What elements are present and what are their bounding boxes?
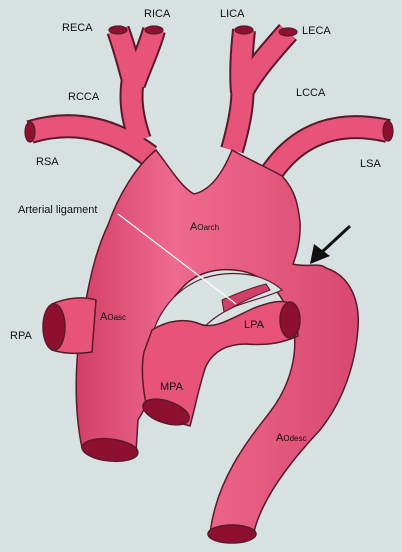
label-rpa: RPA (10, 330, 32, 342)
aodesc-opening (207, 524, 257, 544)
rsa-vessel (27, 116, 156, 165)
label-reca: RECA (62, 22, 93, 34)
arterial-ligament (221, 283, 271, 313)
ligament-pointer-line (117, 213, 237, 305)
label-lica: LICA (220, 8, 245, 20)
label-aodesc-sub: Odesc (283, 434, 306, 443)
leca-vessel (233, 25, 296, 97)
label-rcca: RCCA (68, 91, 100, 103)
mpa-opening (142, 398, 190, 426)
label-aoasc-prefix: A (100, 311, 108, 323)
label-arterial-ligament: Arterial ligament (18, 204, 97, 216)
label-aoarch-prefix: A (190, 221, 198, 233)
label-aoasc-sub: Oasc (107, 313, 126, 322)
label-aoasc: AOasc (100, 311, 126, 323)
lpa-opening (279, 301, 301, 339)
neck-vessel-openings (24, 25, 394, 143)
label-lcca: LCCA (296, 87, 326, 99)
label-aodesc-prefix: A (276, 432, 284, 444)
label-lpa: LPA (244, 319, 265, 331)
label-rsa: RSA (36, 156, 59, 168)
vessel-openings (42, 301, 301, 544)
aoasc-opening (81, 437, 139, 463)
label-rica: RICA (144, 8, 171, 20)
label-lsa: LSA (360, 158, 381, 170)
arrow-icon (310, 224, 352, 264)
lsa-vessel (263, 117, 391, 178)
label-leca: LECA (302, 25, 331, 37)
label-aoarch: AOarch (190, 221, 219, 233)
label-aoarch-sub: Oarch (197, 223, 219, 232)
main-pulmonary-artery (141, 300, 299, 427)
rica-vessel (124, 27, 164, 88)
label-aodesc: AOdesc (276, 432, 306, 444)
rpa-opening (42, 303, 66, 351)
label-mpa: MPA (160, 381, 184, 393)
